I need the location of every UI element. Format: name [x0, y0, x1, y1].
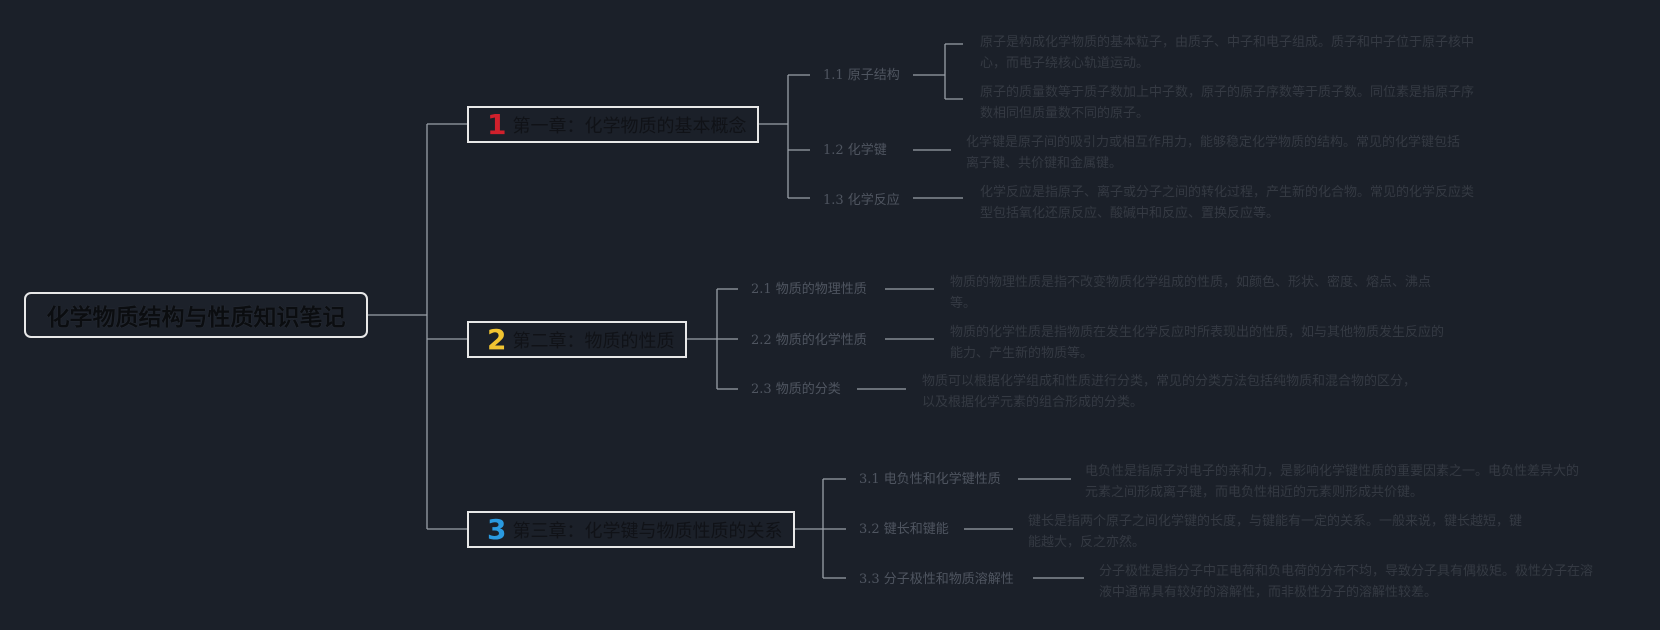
chapter-3-label: 第三章：化学键与物质性质的关系	[512, 520, 783, 542]
subtopic-3-3[interactable]: 3.3 分子极性和物质溶解性	[859, 572, 1014, 587]
subtopic-1-3[interactable]: 1.3 化学反应	[823, 193, 900, 208]
note-2-1[interactable]: 物质的物理性质是指不改变物质化学组成的性质，如颜色、形状、密度、熔点、沸点等。	[950, 275, 1432, 311]
subtopic-2-3[interactable]: 2.3 物质的分类	[751, 382, 841, 397]
chapter-2-label: 第二章：物质的性质	[512, 330, 675, 352]
subtopic-2-1[interactable]: 2.1 物质的物理性质	[751, 282, 867, 297]
note-3-3[interactable]: 分子极性是指分子中正电荷和负电荷的分布不均，导致分子具有偶极矩。极性分子在溶液中…	[1099, 564, 1594, 600]
chapter-2-topic[interactable]: 2 第二章：物质的性质	[467, 321, 687, 358]
chapter-3-topic[interactable]: 3 第三章：化学键与物质性质的关系	[467, 511, 795, 548]
subtopic-3-1[interactable]: 3.1 电负性和化学键性质	[859, 472, 1001, 487]
chapter-1-topic[interactable]: 1 第一章：化学物质的基本概念	[467, 106, 759, 143]
note-1-2[interactable]: 化学键是原子间的吸引力或相互作用力，能够稳定化学物质的结构。常见的化学键包括离子…	[966, 135, 1461, 171]
chapter-3-number-icon: 3	[487, 512, 507, 546]
chapter-2-number-icon: 2	[487, 322, 507, 356]
chapter-1-number-icon: 1	[487, 107, 507, 141]
note-1-1-b[interactable]: 原子的质量数等于质子数加上中子数，原子的原子序数等于质子数。同位素是指原子序数相…	[980, 85, 1475, 121]
subtopic-2-2[interactable]: 2.2 物质的化学性质	[751, 333, 867, 348]
subtopic-1-2[interactable]: 1.2 化学键	[823, 143, 887, 158]
root-title: 化学物质结构与性质知识笔记	[46, 305, 346, 331]
chapter-1-label: 第一章：化学物质的基本概念	[512, 115, 747, 137]
subtopic-1-1[interactable]: 1.1 原子结构	[823, 68, 900, 83]
note-1-1-a[interactable]: 原子是构成化学物质的基本粒子，由质子、中子和电子组成。质子和中子位于原子核中心，…	[980, 35, 1475, 71]
root-topic[interactable]: 化学物质结构与性质知识笔记	[24, 292, 368, 338]
note-2-2[interactable]: 物质的化学性质是指物质在发生化学反应时所表现出的性质，如与其他物质发生反应的能力…	[950, 325, 1445, 361]
note-2-3[interactable]: 物质可以根据化学组成和性质进行分类，常见的分类方法包括纯物质和混合物的区分，以及…	[922, 374, 1417, 410]
note-1-3[interactable]: 化学反应是指原子、离子或分子之间的转化过程，产生新的化合物。常见的化学反应类型包…	[980, 185, 1475, 221]
note-3-2[interactable]: 键长是指两个原子之间化学键的长度，与键能有一定的关系。一般来说，键长越短，键能越…	[1028, 514, 1523, 550]
subtopic-3-2[interactable]: 3.2 键长和键能	[859, 522, 949, 537]
note-3-1[interactable]: 电负性是指原子对电子的亲和力，是影响化学键性质的重要因素之一。电负性差异大的元素…	[1085, 464, 1580, 500]
